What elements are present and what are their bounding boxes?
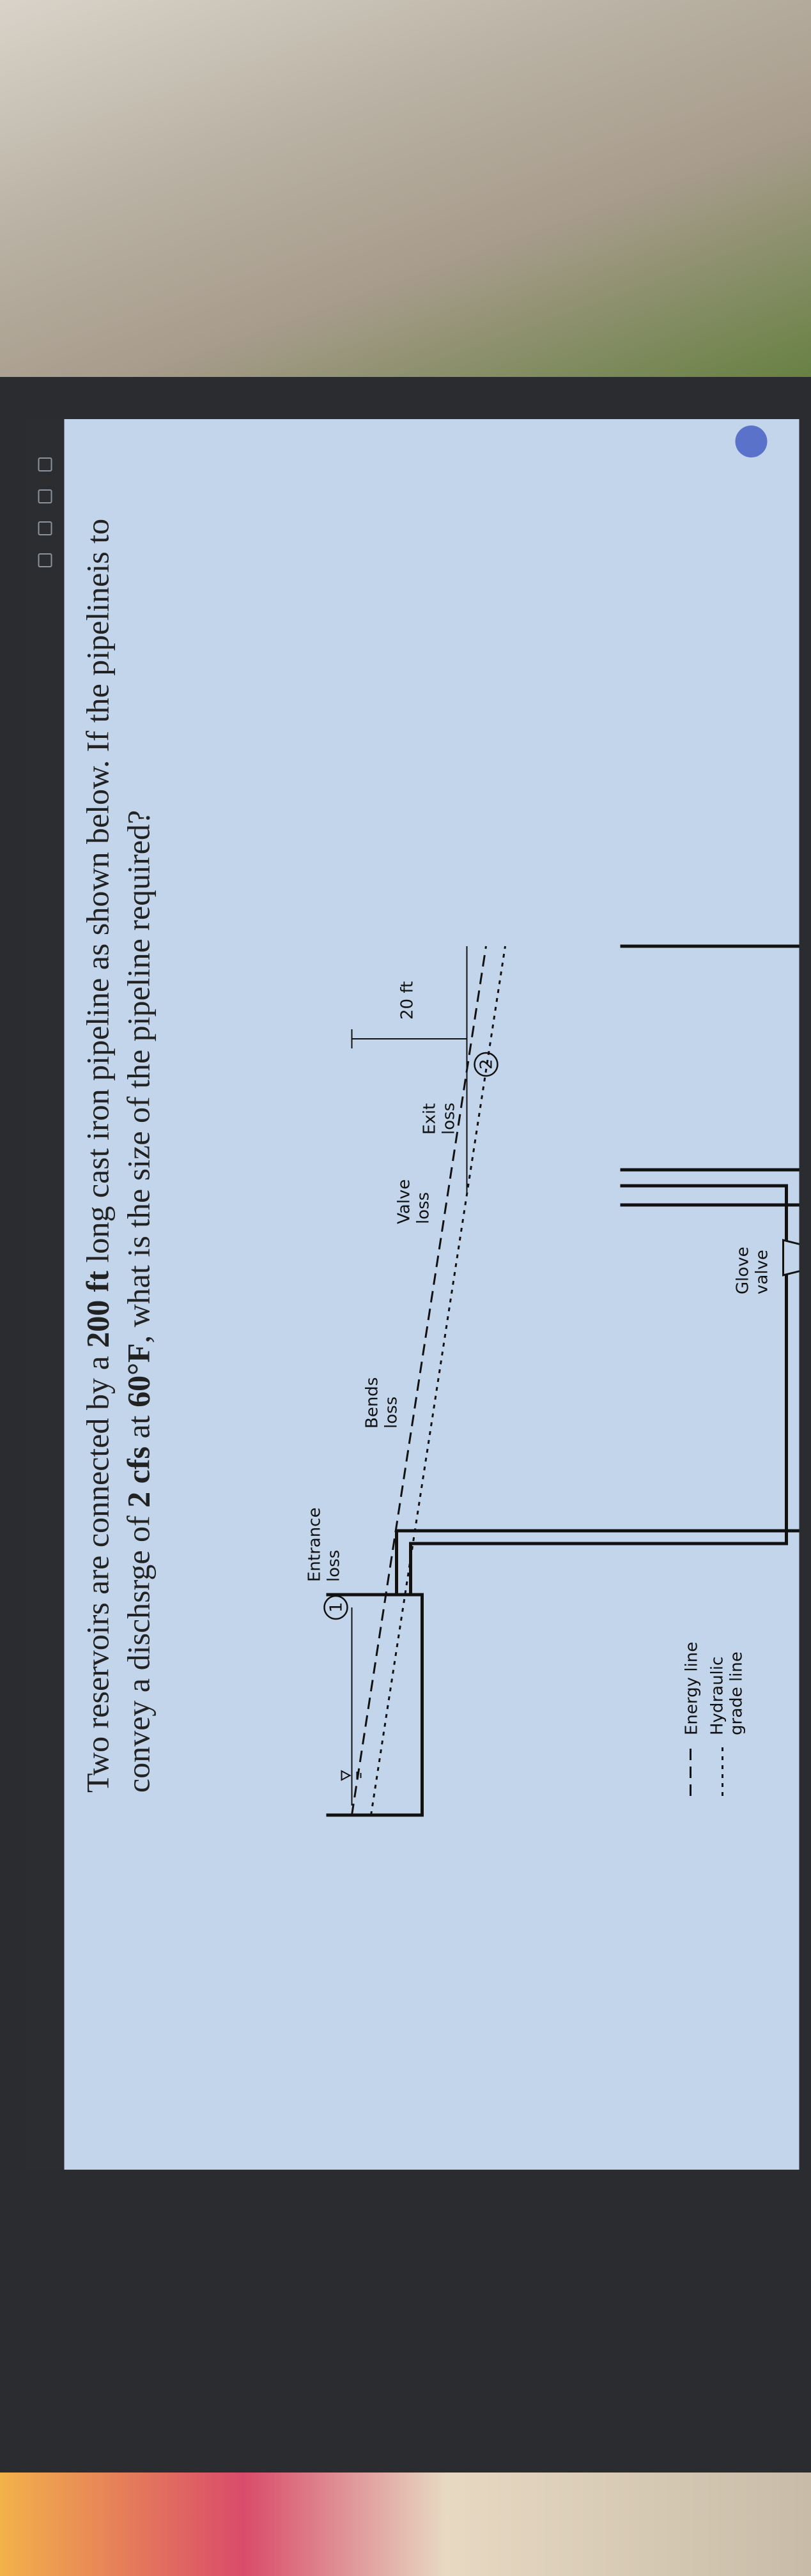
glove-valve-label-line2: valve (752, 1250, 771, 1294)
pipeline-upper-wall (394, 1250, 799, 1595)
pipeline-diagram: 20 ft 1 2 Entrance loss Bends loss Valve… (305, 944, 799, 1817)
copy-icon[interactable] (38, 489, 52, 503)
point-2-marker (473, 1052, 498, 1077)
glove-valve-label-line1: Glove (733, 1246, 752, 1294)
layout-icon[interactable] (38, 521, 52, 535)
exit-loss-label-line2: loss (439, 1103, 458, 1135)
question-mid2: at (120, 1407, 156, 1447)
settings-icon[interactable] (38, 457, 52, 471)
question-temperature: 60°F (120, 1343, 156, 1407)
valve-loss-label-line1: Valve (394, 1179, 413, 1224)
bends-loss-label-line1: Bends (362, 1377, 382, 1429)
valve-loss-label-line2: loss (413, 1192, 433, 1224)
hydraulic-grade-line (369, 946, 506, 1816)
pipeline-lower-wall (408, 1250, 788, 1595)
window-icon[interactable] (38, 553, 52, 567)
question-end: , what is the size of the pipeline requi… (120, 809, 156, 1344)
water-surface-icon (341, 1770, 351, 1781)
assistant-icon[interactable] (735, 425, 767, 457)
point-1-label: 1 (327, 1602, 346, 1613)
background-top (0, 0, 811, 409)
glove-valve-icon (782, 1239, 799, 1276)
screen: Two reservoirs are connected by a 200 ft… (26, 419, 799, 2170)
legend-energy-label: Energy line (682, 1642, 701, 1735)
question-intro: Two reservoirs are connected by a (79, 1347, 115, 1793)
point-1-marker (323, 1595, 348, 1620)
rotated-screen: Two reservoirs are connected by a 200 ft… (0, 387, 811, 2189)
question-discharge: 2 cfs (120, 1446, 156, 1508)
legend-hydraulic-label-line2: grade line (727, 1652, 746, 1735)
reservoir-1 (326, 1593, 424, 1817)
pipeline-outlet-upper (620, 1184, 788, 1250)
toolbar (26, 419, 64, 2170)
question-text: Two reservoirs are connected by a 200 ft… (77, 451, 158, 1793)
energy-line (350, 946, 487, 1816)
point-2-label: 2 (477, 1059, 496, 1070)
height-label: 20 ft (398, 981, 417, 1020)
legend-hydraulic-label-line1: Hydraulic (707, 1657, 727, 1735)
entrance-loss-label-line1: Entrance (305, 1508, 324, 1583)
exit-loss-label-line1: Exit (420, 1103, 439, 1135)
bends-loss-label-line2: loss (382, 1397, 401, 1429)
question-length: 200 ft (79, 1270, 115, 1348)
pipeline-outlet-lower (620, 1168, 799, 1250)
reservoir-2 (620, 944, 799, 1207)
background-bottom (0, 2453, 811, 2576)
entrance-loss-label-line2: loss (324, 1550, 343, 1582)
